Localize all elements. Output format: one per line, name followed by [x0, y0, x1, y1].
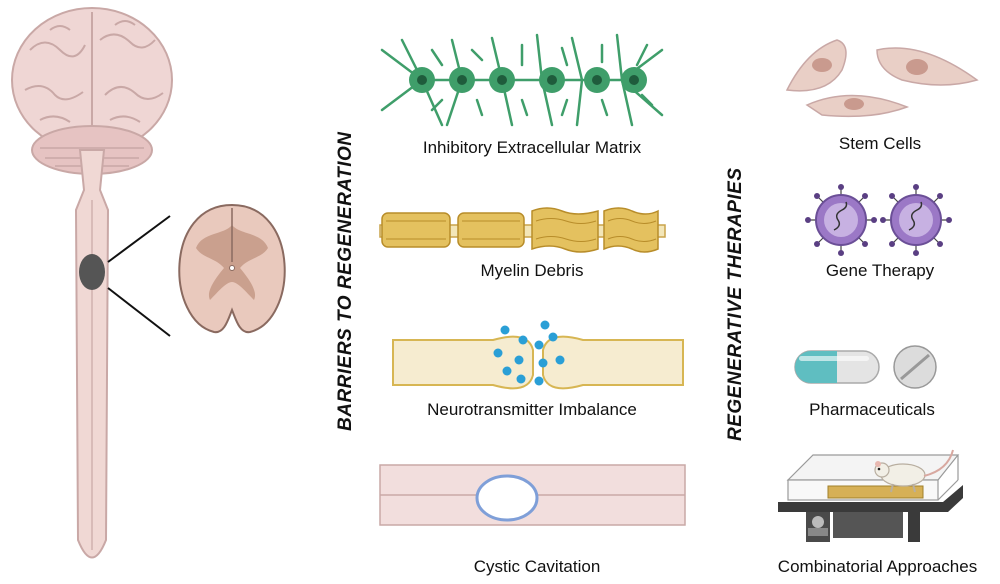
barriers-heading: BARRIERS TO REGENERATION — [335, 131, 356, 432]
pill-icon — [794, 345, 937, 389]
spinal-cord-cross-section-icon — [178, 203, 286, 334]
barrier-label-cyst: Cystic Cavitation — [473, 557, 601, 576]
rat-treadmill-icon — [778, 449, 963, 542]
stem-cells-icon — [785, 39, 979, 118]
therapy-label-stem-cells: Stem Cells — [838, 134, 922, 153]
therapies-heading: REGENERATIVE THERAPIES — [725, 167, 746, 441]
astrocyte-network-icon — [380, 33, 664, 127]
barrier-label-myelin: Myelin Debris — [480, 261, 584, 280]
barrier-label-neurotransmitter: Neurotransmitter Imbalance — [427, 400, 637, 419]
myelin-sheath-icon — [379, 207, 666, 253]
virus-vector-icon — [805, 184, 952, 256]
therapy-label-combinatorial: Combinatorial Approaches — [777, 557, 978, 576]
cns-illustration — [11, 7, 286, 559]
therapy-label-gene-therapy: Gene Therapy — [825, 261, 935, 280]
lesion-site — [79, 254, 105, 290]
cyst-icon — [379, 464, 686, 526]
rat-icon — [874, 449, 954, 493]
barrier-label-ecm: Inhibitory Extracellular Matrix — [422, 138, 642, 157]
synapse-icon — [392, 320, 684, 390]
therapy-label-pharmaceuticals: Pharmaceuticals — [809, 400, 935, 419]
